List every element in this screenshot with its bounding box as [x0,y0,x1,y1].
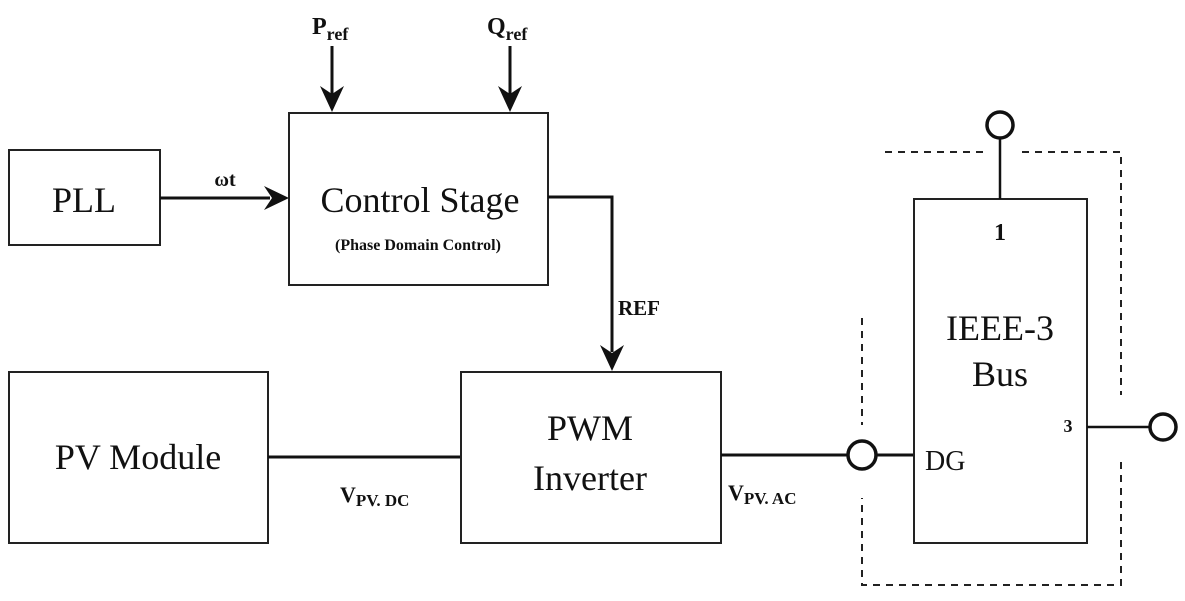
v-ac-sub: PV. AC [744,489,797,508]
bus-1-terminal [985,110,1015,140]
bus-label-line1: IEEE-3 [946,308,1054,348]
pll-block [8,149,161,246]
v-dc-label: VPV. DC [340,482,409,510]
bus-3-terminal [1148,412,1178,442]
bus-port-3-label: 3 [1064,416,1073,436]
pwm-inverter-block [460,371,722,544]
q-ref-sub: ref [506,24,529,44]
v-dc-sub: PV. DC [356,491,410,510]
omega-t-arrowhead [264,186,289,210]
bus-port-1-label: 1 [994,220,1006,246]
bus-boundary-top [885,151,1122,395]
q-ref-label: Qref [487,14,528,44]
bus-boundary-right-lower [861,462,1122,586]
p-ref-main: P [312,14,327,40]
pv-module-label: PV Module [55,437,221,477]
p-ref-sub: ref [327,24,350,44]
dg-terminal [846,439,878,471]
bus-port-dg-label: DG [925,446,965,477]
pv-module-block [8,371,269,544]
ref-label: REF [618,296,660,320]
pwm-label-line2: Inverter [533,458,647,498]
pwm-label-line1: PWM [547,408,633,448]
v-ac-main: V [728,480,744,505]
v-ac-label: VPV. AC [728,480,796,508]
ref-wire [548,195,614,352]
omega-t-label: ωt [214,169,236,191]
p-ref-arrowhead [320,86,344,112]
p-ref-label: Pref [312,14,349,44]
q-ref-arrowhead [498,86,522,112]
ieee3-bus-block [913,198,1088,544]
ref-arrowhead [600,345,624,371]
bus-label-line2: Bus [972,354,1028,394]
control-stage-label: Control Stage [321,180,520,220]
v-dc-main: V [340,482,356,507]
pll-label: PLL [52,180,116,220]
control-stage-sublabel: (Phase Domain Control) [335,237,501,254]
control-stage-block [288,112,549,286]
q-ref-main: Q [487,14,506,40]
